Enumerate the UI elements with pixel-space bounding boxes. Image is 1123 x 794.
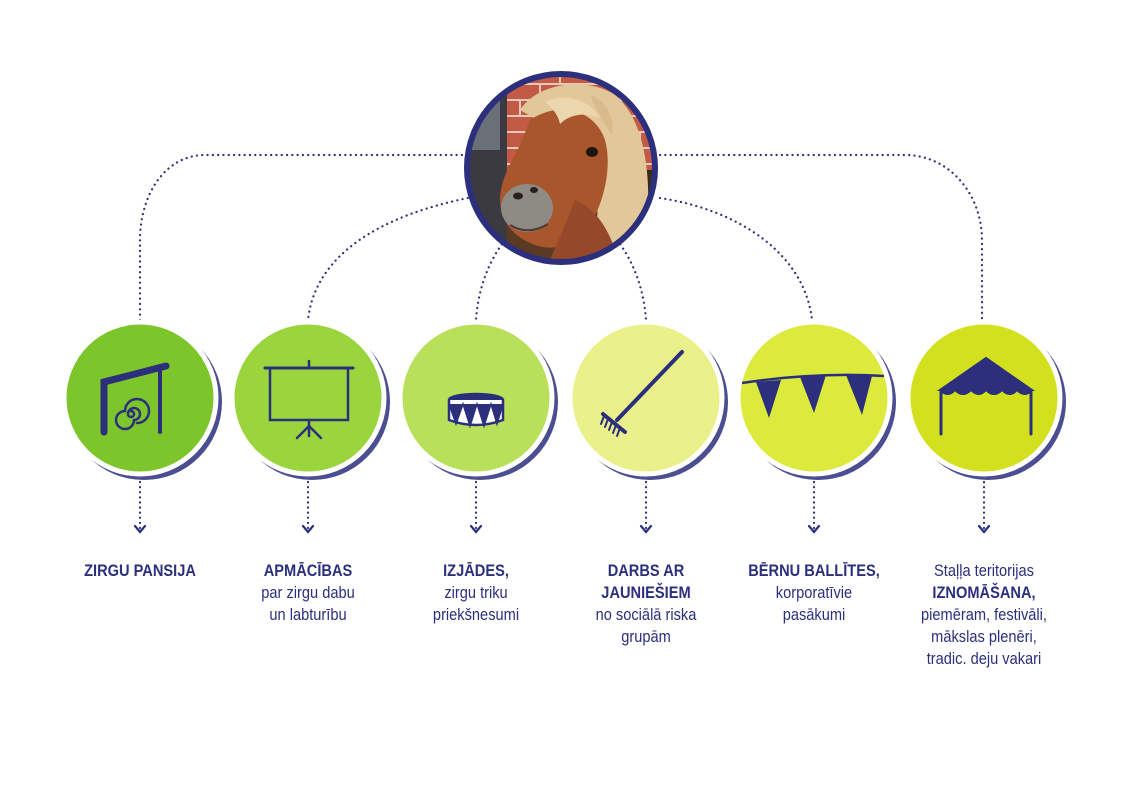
label-bold-1-0: ZIRGU PANSIJA bbox=[84, 561, 196, 580]
label-iznomasana: Staļļa teritorijas IZNOMĀŠANA, piemēram,… bbox=[907, 560, 1062, 670]
label-line-2-1: un labturību bbox=[269, 605, 347, 624]
label-bold-2-0: APMĀCĪBAS bbox=[263, 561, 353, 580]
down-arrow-1 bbox=[133, 480, 147, 534]
label-line-4-0: no sociālā riska bbox=[595, 605, 697, 624]
down-arrow-3 bbox=[469, 480, 483, 534]
label-line-3-1: priekšnesumi bbox=[432, 605, 520, 624]
tent-icon bbox=[936, 356, 1036, 436]
service-circles bbox=[61, 319, 1066, 480]
down-arrow-2 bbox=[301, 480, 315, 534]
label-line-6-2: tradic. deju vakari bbox=[926, 649, 1042, 668]
service-circle-4 bbox=[567, 319, 728, 480]
service-circle-1 bbox=[61, 319, 222, 480]
service-circle-2 bbox=[229, 319, 390, 480]
label-line-6-1: mākslas plenēri, bbox=[931, 627, 1037, 646]
circus-drum-icon bbox=[447, 392, 505, 429]
connector-5 bbox=[658, 196, 814, 322]
connector-4 bbox=[615, 238, 648, 322]
label-pre-6-0: Staļļa teritorijas bbox=[934, 561, 1034, 580]
label-izjades: IZJĀDES, zirgu triku priekšnesumi bbox=[399, 560, 554, 626]
service-circle-3 bbox=[397, 319, 558, 480]
label-line-3-0: zirgu triku bbox=[444, 583, 508, 602]
label-line-5-0: korporatīvie bbox=[775, 583, 853, 602]
label-bold-4-1: JAUNIEŠIEM bbox=[601, 583, 691, 602]
connector-lines bbox=[138, 153, 984, 322]
label-line-6-0: piemēram, festivāli, bbox=[921, 605, 1047, 624]
label-line-5-1: pasākumi bbox=[782, 605, 846, 624]
label-line-4-1: grupām bbox=[621, 627, 671, 646]
label-bold-6-0: IZNOMĀŠANA, bbox=[932, 583, 1036, 602]
label-zirgu-pansija: ZIRGU PANSIJA bbox=[63, 560, 218, 582]
connector-1 bbox=[138, 153, 464, 322]
connector-6 bbox=[658, 153, 984, 322]
down-arrow-6 bbox=[977, 480, 991, 534]
connector-2 bbox=[306, 195, 475, 322]
label-line-2-0: par zirgu dabu bbox=[261, 583, 355, 602]
label-apmacibas: APMĀCĪBAS par zirgu dabu un labturību bbox=[231, 560, 386, 626]
service-circle-6 bbox=[905, 319, 1066, 480]
label-darbs-ar-jauniesiem: DARBS AR JAUNIEŠIEM no sociālā riska gru… bbox=[569, 560, 724, 648]
rake-icon bbox=[600, 350, 684, 437]
center-photo bbox=[464, 71, 658, 265]
projector-screen-icon bbox=[263, 359, 355, 440]
label-bold-3-0: IZJĀDES, bbox=[443, 561, 509, 580]
label-bold-5-0: BĒRNU BALLĪTES, bbox=[748, 561, 880, 580]
label-bernu-ballites: BĒRNU BALLĪTES, korporatīvie pasākumi bbox=[737, 560, 892, 626]
connector-3 bbox=[474, 238, 507, 322]
bunting-flags-icon bbox=[741, 373, 885, 418]
down-arrow-4 bbox=[639, 480, 653, 534]
down-arrow-5 bbox=[807, 480, 821, 534]
label-bold-4-0: DARBS AR bbox=[607, 561, 685, 580]
down-arrows bbox=[133, 480, 991, 534]
gate-spiral-icon bbox=[100, 362, 170, 436]
